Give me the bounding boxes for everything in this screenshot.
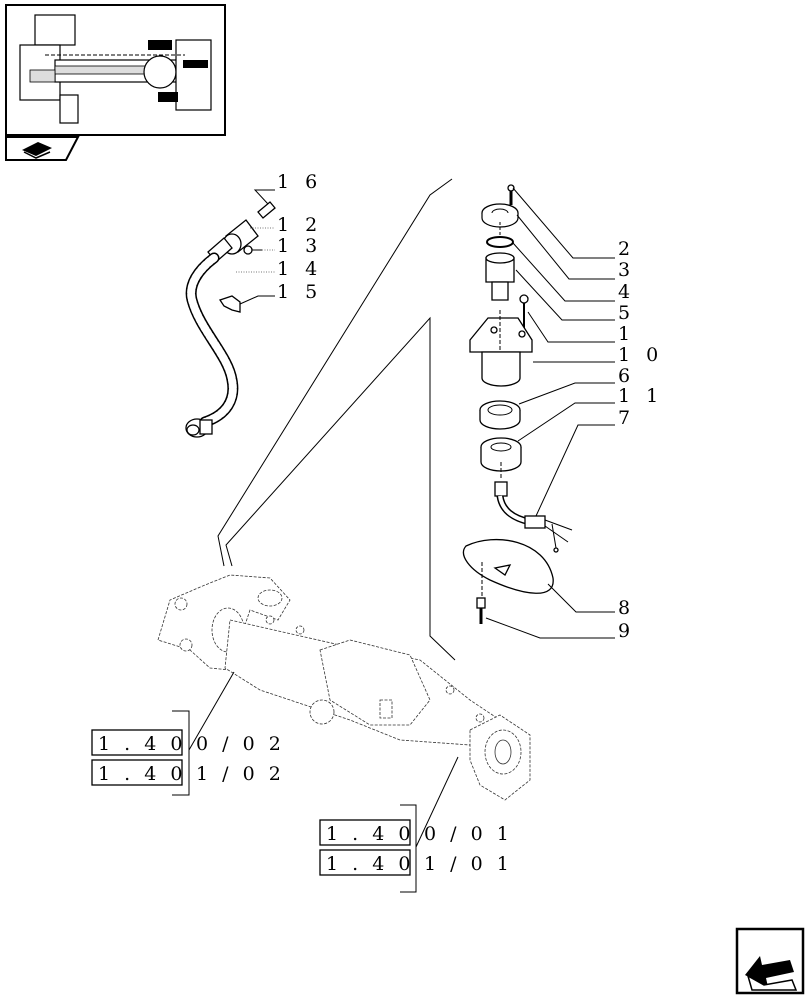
- callout-5: 5: [618, 302, 635, 324]
- ref-front-a-suffix: 0 / 0 2: [196, 733, 285, 755]
- callout-11: 1 1: [618, 385, 663, 407]
- callout-14: 1 4: [277, 258, 322, 280]
- ref-rear-a[interactable]: 1 . 4 0 0 / 0 1: [319, 819, 513, 846]
- ref-front-a[interactable]: 1 . 4 0 0 / 0 2: [91, 729, 285, 756]
- ref-rear-a-box: 1 . 4 0: [326, 823, 414, 845]
- callout-9: 9: [618, 620, 635, 642]
- callout-4: 4: [618, 281, 635, 303]
- ref-rear-a-suffix: 0 / 0 1: [424, 823, 513, 845]
- ref-rear-b[interactable]: 1 . 4 0 1 / 0 1: [319, 849, 513, 876]
- ref-front-b-box: 1 . 4 0: [98, 763, 186, 785]
- detail-bracket: [217, 178, 456, 661]
- ref-front-b[interactable]: 1 . 4 0 1 / 0 2: [91, 759, 285, 786]
- ref-front-a-box: 1 . 4 0: [98, 733, 186, 755]
- callout-7: 7: [618, 407, 635, 429]
- ref-rear-b-box: 1 . 4 0: [326, 853, 414, 875]
- sensor-stack: [462, 184, 573, 624]
- ref-rear-b-suffix: 1 / 0 1: [424, 853, 513, 875]
- callout-16: 1 6: [277, 171, 322, 193]
- reference-leaders: [172, 671, 459, 893]
- sensor-cable-assembly: [185, 201, 276, 438]
- callout-6: 6: [618, 365, 635, 387]
- leader-lines-right: [485, 187, 615, 639]
- callout-1: 1: [618, 323, 635, 345]
- axle-thumbnail-icon[interactable]: [5, 4, 226, 136]
- axle-housing: [157, 574, 531, 801]
- open-book-icon[interactable]: [5, 136, 80, 161]
- leader-lines-left: [236, 189, 275, 305]
- callout-8: 8: [618, 597, 635, 619]
- callout-13: 1 3: [277, 235, 322, 257]
- callout-2: 2: [618, 238, 635, 260]
- callout-10: 1 0: [618, 344, 663, 366]
- back-arrow-icon[interactable]: [735, 927, 805, 995]
- callout-15: 1 5: [277, 281, 322, 303]
- callout-3: 3: [618, 259, 635, 281]
- ref-front-b-suffix: 1 / 0 2: [196, 763, 285, 785]
- callout-12: 1 2: [277, 214, 322, 236]
